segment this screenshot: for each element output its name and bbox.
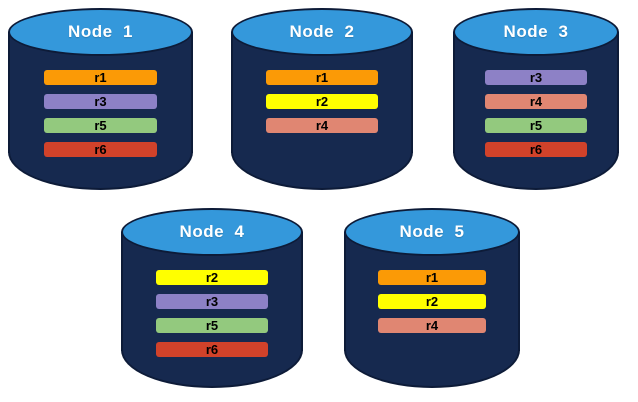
replica-bar-list: r3 r4 r5 r6 xyxy=(485,70,587,157)
node-title: Node 3 xyxy=(503,22,569,41)
replica-bar-r5[interactable]: r5 xyxy=(44,118,157,133)
replica-bar-r3[interactable]: r3 xyxy=(156,294,268,309)
replica-bar-r6[interactable]: r6 xyxy=(156,342,268,357)
node-title: Node 5 xyxy=(399,222,465,241)
replica-bar-r1[interactable]: r1 xyxy=(378,270,486,285)
node-title: Node 1 xyxy=(68,22,133,41)
replica-bar-list: r1 r2 r4 xyxy=(266,70,378,133)
replica-bar-r1[interactable]: r1 xyxy=(266,70,378,85)
replica-bar-r1[interactable]: r1 xyxy=(44,70,157,85)
replica-bar-r3[interactable]: r3 xyxy=(44,94,157,109)
replica-bar-r4[interactable]: r4 xyxy=(485,94,587,109)
cylinder-bottom xyxy=(231,152,413,190)
replica-bar-r6[interactable]: r6 xyxy=(44,142,157,157)
cylinder-top-disc xyxy=(453,8,619,56)
node-cylinder-2[interactable]: Node 2 r1 r2 r4 xyxy=(231,8,413,190)
replica-bar-list: r1 r2 r4 xyxy=(378,270,486,333)
replica-bar-r2[interactable]: r2 xyxy=(156,270,268,285)
cylinder-bottom xyxy=(344,350,520,388)
node-cylinder-3[interactable]: Node 3 r3 r4 r5 r6 xyxy=(453,8,619,190)
cylinder-bottom xyxy=(8,152,193,190)
node-title: Node 2 xyxy=(289,22,355,41)
replica-bar-list: r2 r3 r5 r6 xyxy=(156,270,268,357)
replica-bar-r3[interactable]: r3 xyxy=(485,70,587,85)
cylinder-top-disc xyxy=(8,8,193,56)
node-title: Node 4 xyxy=(179,222,245,241)
node-cylinder-1[interactable]: Node 1 r1 r3 r5 r6 xyxy=(8,8,193,190)
replica-bar-r4[interactable]: r4 xyxy=(378,318,486,333)
replica-bar-r4[interactable]: r4 xyxy=(266,118,378,133)
cylinder-top-disc xyxy=(121,208,303,256)
cylinder-top-disc xyxy=(231,8,413,56)
replica-bar-r5[interactable]: r5 xyxy=(156,318,268,333)
cylinder-top-disc xyxy=(344,208,520,256)
node-cylinder-5[interactable]: Node 5 r1 r2 r4 xyxy=(344,208,520,388)
replica-bar-r2[interactable]: r2 xyxy=(266,94,378,109)
cylinder-bottom xyxy=(453,152,619,190)
replica-bar-list: r1 r3 r5 r6 xyxy=(44,70,157,157)
replica-bar-r6[interactable]: r6 xyxy=(485,142,587,157)
replica-bar-r5[interactable]: r5 xyxy=(485,118,587,133)
replica-bar-r2[interactable]: r2 xyxy=(378,294,486,309)
node-cylinder-4[interactable]: Node 4 r2 r3 r5 r6 xyxy=(121,208,303,388)
